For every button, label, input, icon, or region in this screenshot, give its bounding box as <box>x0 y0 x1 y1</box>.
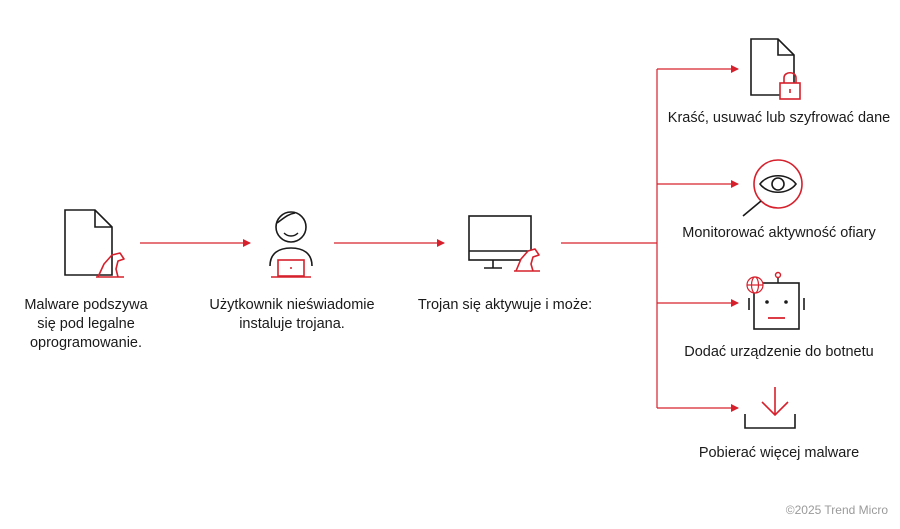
robot-icon <box>746 271 805 330</box>
step-1-label-line3: oprogramowanie. <box>29 335 143 351</box>
copyright-notice: ©2025 Trend Micro <box>785 503 888 517</box>
download-tray-icon <box>744 387 796 429</box>
step-2-label-line1: Użytkownik nieświadomie <box>209 297 375 313</box>
globe-icon <box>746 276 764 294</box>
step-2-label: Użytkownik nieświadomie instaluje trojan… <box>192 296 392 334</box>
step-1-label: Malware podszywa się pod legalne oprogra… <box>6 296 166 353</box>
outcome-3-label: Dodać urządzenie do botnetu <box>684 344 874 360</box>
eye-magnifier-icon <box>742 159 803 217</box>
step-1-label-line1: Malware podszywa <box>24 297 148 313</box>
outcome-2-label: Monitorować aktywność ofiary <box>682 225 876 241</box>
step-3-label: Trojan się aktywuje i może: <box>400 296 610 315</box>
monitor-trojan-icon <box>468 215 540 272</box>
outcome-1-label: Kraść, usuwać lub szyfrować dane <box>667 110 891 126</box>
trojan-file-icon <box>64 209 125 278</box>
step-1-label-line2: się pod legalne <box>37 316 135 332</box>
locked-file-icon <box>750 38 801 100</box>
outcome-4-label: Pobierać więcej malware <box>698 445 860 461</box>
step-3-label-line1: Trojan się aktywuje i może: <box>417 297 593 313</box>
trojan-horse-icon <box>514 248 540 272</box>
user-laptop-icon <box>269 211 313 278</box>
step-2-label-line2: instaluje trojana. <box>239 316 345 332</box>
trojan-horse-icon <box>96 252 125 278</box>
